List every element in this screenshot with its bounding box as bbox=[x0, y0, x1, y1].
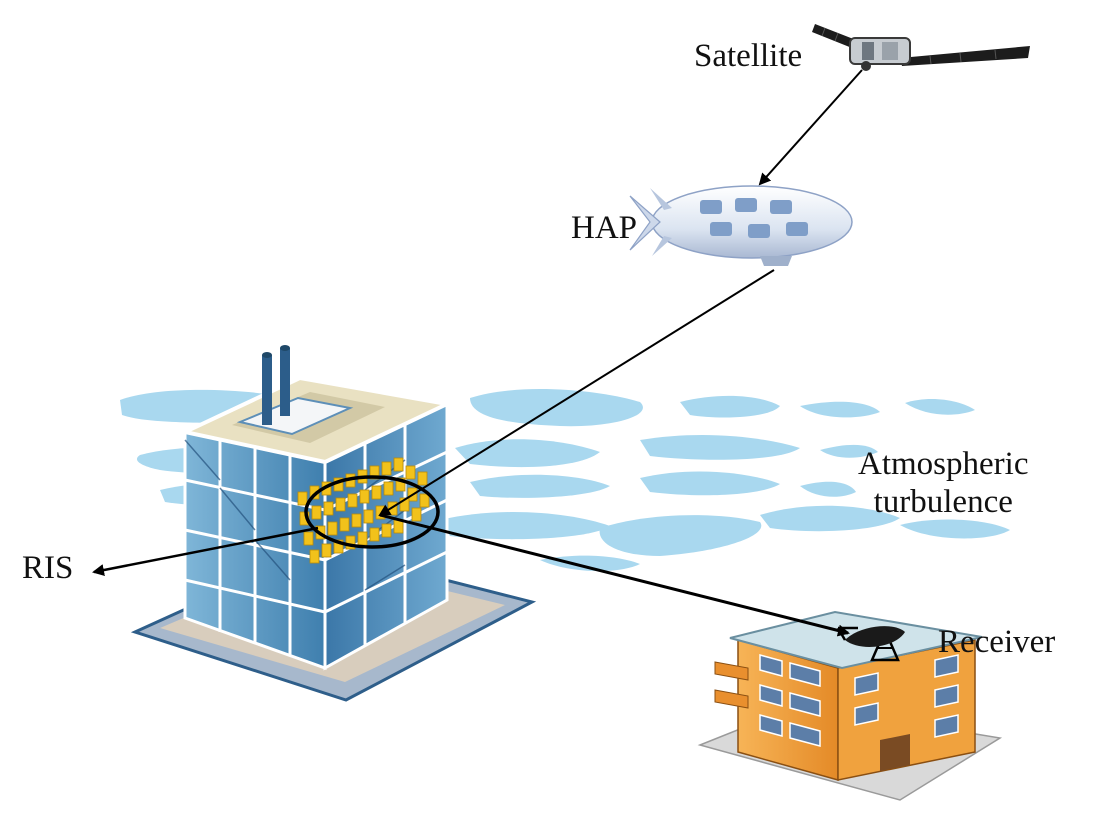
atmospheric-label-line1: Atmospheric bbox=[858, 446, 1029, 482]
receiver-label: Receiver bbox=[938, 624, 1056, 660]
hap-airship-icon bbox=[629, 185, 853, 266]
turbulence-clouds bbox=[120, 389, 1010, 572]
satellite-icon bbox=[812, 24, 1030, 71]
hap-label: HAP bbox=[571, 210, 638, 246]
ris-label: RIS bbox=[22, 550, 74, 586]
dish-antenna-icon bbox=[836, 626, 905, 662]
link-lines bbox=[92, 69, 863, 637]
ris-highlight-ellipse bbox=[304, 475, 440, 549]
ris-to-receiver-link bbox=[379, 513, 850, 637]
ris-building-icon bbox=[130, 345, 537, 702]
satellite-to-hap-link bbox=[758, 69, 863, 186]
hap-to-ris-link bbox=[378, 269, 775, 517]
atmospheric-label-line2: turbulence bbox=[873, 483, 1013, 520]
atmospheric-turbulence-label: Atmospheric turbulence bbox=[858, 446, 1028, 522]
satellite-label: Satellite bbox=[694, 38, 803, 74]
ris-label-pointer bbox=[92, 526, 319, 576]
receiver-building-icon bbox=[697, 610, 1003, 801]
